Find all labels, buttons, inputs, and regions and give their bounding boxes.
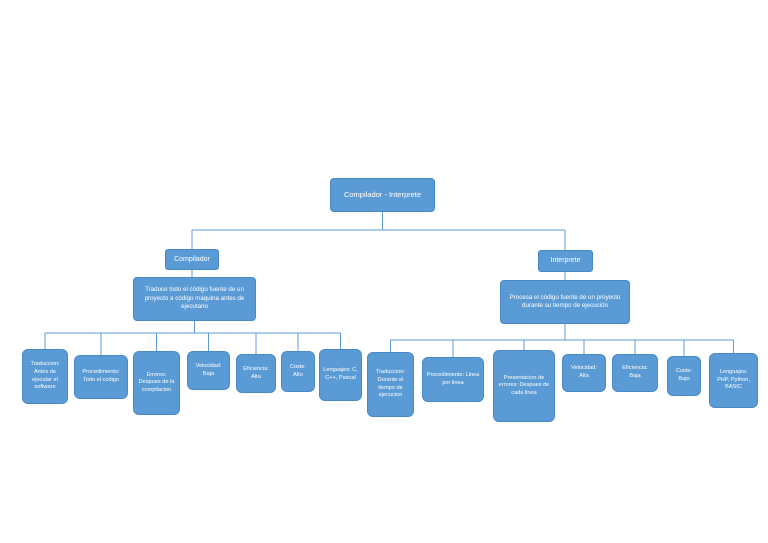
leaf-label: Errores: Despues de la compilacion: [138, 371, 175, 393]
compilador-leaf-traduccion: Traduccion: Antes de ejecutar el softwar…: [22, 349, 68, 404]
compilador-leaf-lenguajes: Lenguajes: C, C++, Pascal: [319, 349, 362, 401]
leaf-label: Velocidad: Baja: [195, 362, 222, 377]
interprete-leaf-procedimiento: Procedimiento: Linea por linea: [422, 357, 484, 402]
interprete-leaf-velocidad: Velocidad: Alta: [562, 354, 606, 392]
compilador-node: Compilador: [165, 249, 219, 270]
interprete-description: Procesa el código fuente de un proyecto …: [509, 293, 621, 309]
leaf-label: Lenguajes: PHP, Python, BASIC: [717, 369, 750, 391]
interprete-leaf-lenguajes: Lenguajes: PHP, Python, BASIC: [709, 353, 758, 408]
leaf-label: Traduccion: Durante el tiempo de ejecuci…: [375, 369, 406, 399]
leaf-label: Eficiencia: Baja: [622, 365, 648, 379]
interprete-description-node: Procesa el código fuente de un proyecto …: [500, 280, 630, 324]
leaf-label: Procedimiento: Todo el codigo: [82, 369, 120, 383]
root-node: Compilador - Interprete: [330, 178, 435, 212]
compilador-leaf-velocidad: Velocidad: Baja: [187, 351, 230, 390]
interprete-leaf-presentacion-errores: Presentacion de errores: Despues de cada…: [493, 350, 555, 422]
leaf-label: Coste: Alto: [289, 363, 307, 378]
compilador-description-node: Traduce todo el código fuente de un proy…: [133, 277, 256, 321]
interprete-leaf-coste: Coste: Bajo: [667, 356, 701, 396]
leaf-label: Traduccion: Antes de ejecutar el softwar…: [30, 361, 60, 391]
leaf-label: Eficiencia: Alta: [243, 365, 269, 380]
compilador-label: Compilador: [174, 255, 210, 263]
interprete-leaf-traduccion: Traduccion: Durante el tiempo de ejecuci…: [367, 352, 414, 417]
leaf-label: Lenguajes: C, C++, Pascal: [323, 367, 358, 381]
leaf-label: Procedimiento: Linea por linea: [426, 371, 480, 386]
compilador-leaf-procedimiento: Procedimiento: Todo el codigo: [74, 355, 128, 399]
compilador-leaf-errores: Errores: Despues de la compilacion: [133, 351, 180, 415]
leaf-label: Coste: Bajo: [675, 368, 693, 382]
compilador-leaf-coste: Coste: Alto: [281, 351, 315, 392]
compilador-leaf-eficiencia: Eficiencia: Alta: [236, 354, 276, 393]
leaf-label: Presentacion de errores: Despues de cada…: [498, 374, 550, 396]
compilador-description: Traduce todo el código fuente de un proy…: [144, 286, 245, 311]
leaf-label: Velocidad: Alta: [571, 365, 597, 379]
interprete-leaf-eficiencia: Eficiencia: Baja: [612, 354, 658, 392]
root-label: Compilador - Interprete: [343, 189, 422, 199]
interprete-label: Interprete: [550, 257, 581, 265]
interprete-node: Interprete: [538, 250, 593, 272]
